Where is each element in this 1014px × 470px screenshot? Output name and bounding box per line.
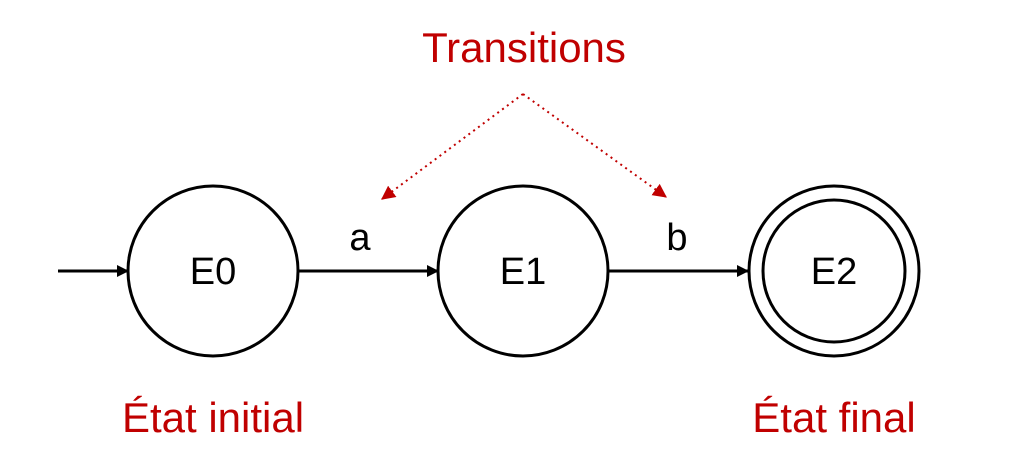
- state-e2-outer-circle: [747, 184, 921, 358]
- transition-e1-e2-label: b: [666, 217, 687, 259]
- state-e0-label: E0: [190, 251, 236, 293]
- initial-state-annotation: État initial: [122, 394, 304, 441]
- transitions-pointer-a: [381, 93, 524, 200]
- transition-e0-e1-label: a: [349, 217, 371, 259]
- transition-e1-e2: b: [608, 217, 749, 277]
- state-e0: E0: [126, 184, 300, 358]
- state-e1: E1: [436, 184, 610, 358]
- state-e1-label: E1: [500, 251, 546, 293]
- final-state-annotation: État final: [752, 394, 915, 441]
- state-e2: E2: [747, 184, 921, 358]
- transitions-annotation-label: Transitions: [422, 24, 626, 71]
- transition-e0-e1: a: [298, 217, 439, 277]
- transitions-pointer-b: [522, 93, 667, 198]
- state-e2-inner-circle: [761, 198, 907, 344]
- transitions-annotation: Transitions: [381, 24, 667, 200]
- state-e2-label: E2: [811, 251, 857, 293]
